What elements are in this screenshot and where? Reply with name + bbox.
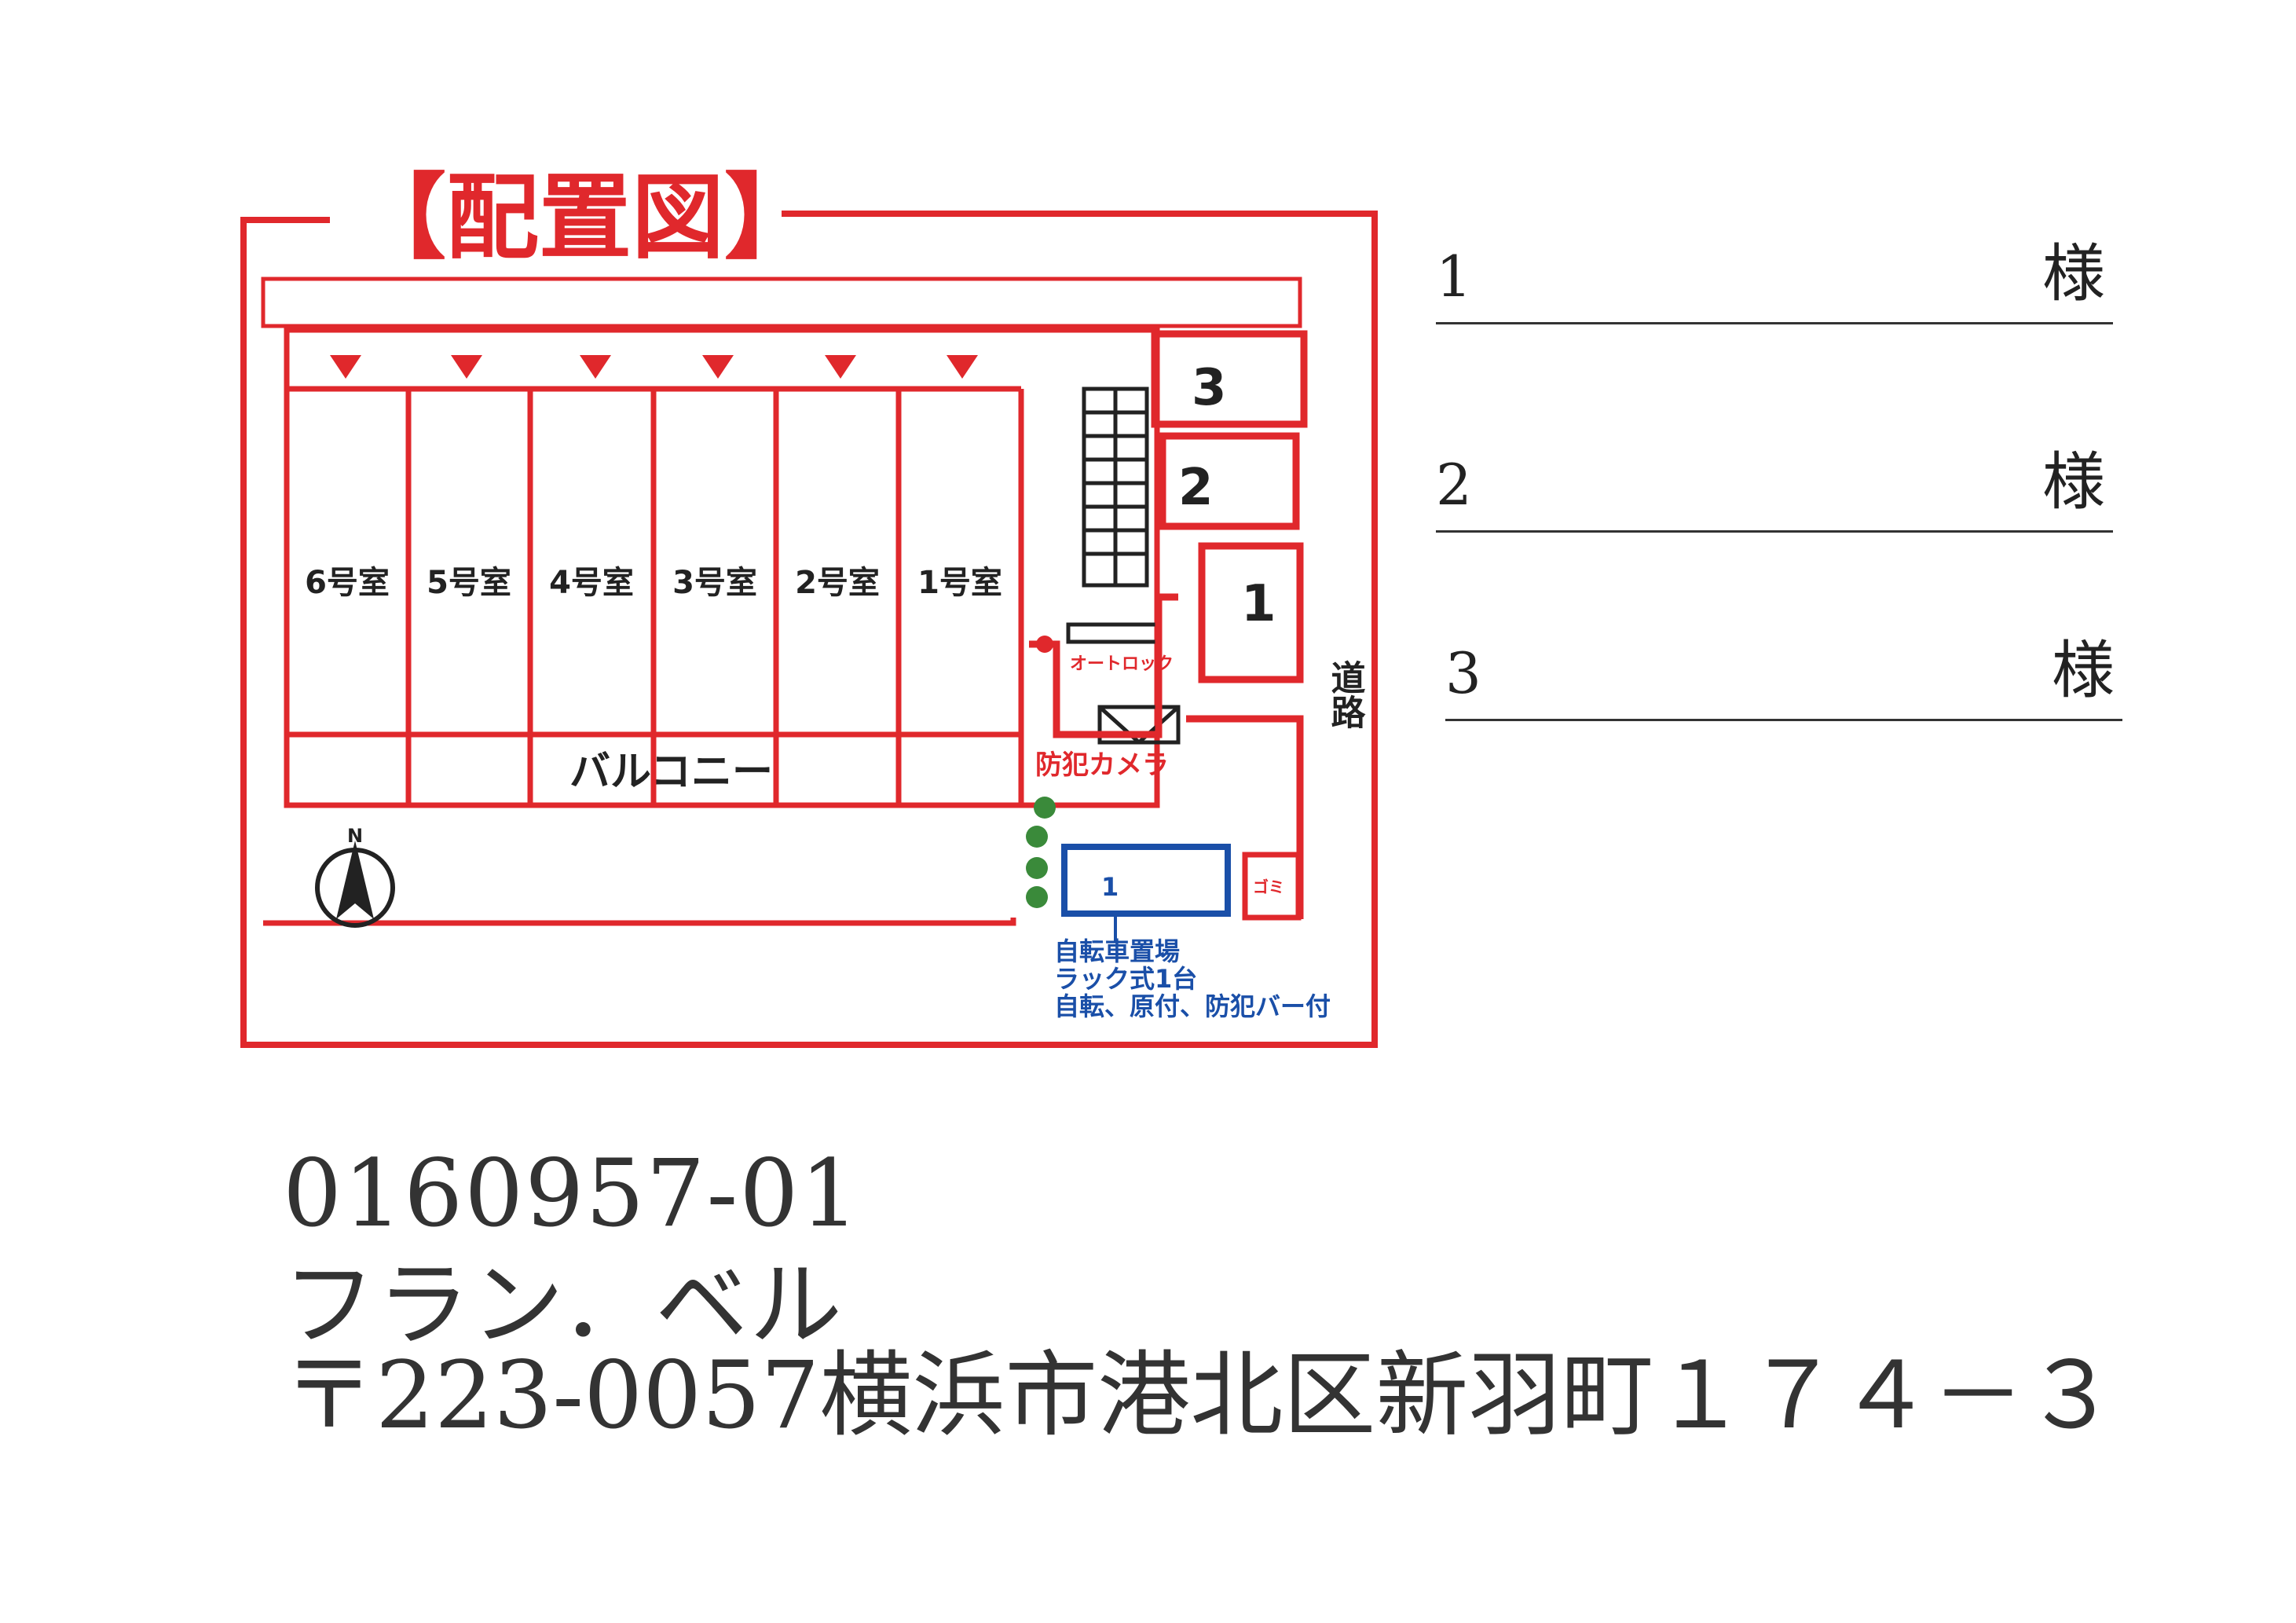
entrance-markers bbox=[330, 355, 978, 379]
parking-area bbox=[1029, 330, 1308, 919]
bicycle-line-2: ラック式1台 bbox=[1054, 964, 1197, 994]
property-name: フラン．ベル bbox=[283, 1251, 844, 1359]
entrance-marker bbox=[330, 355, 361, 379]
svg-text:N: N bbox=[347, 825, 363, 847]
entrance-marker bbox=[702, 355, 734, 379]
parking-3-label: 3 bbox=[1192, 359, 1227, 417]
auto-lock-label: オートロック bbox=[1070, 654, 1174, 674]
road-label: 道路 bbox=[1325, 660, 1366, 729]
tree-icon bbox=[1034, 797, 1056, 819]
parking-1-label: 1 bbox=[1241, 575, 1276, 633]
bicycle-area bbox=[1061, 844, 1231, 917]
bicycle-line-3: 自転、原付、防犯バー付 bbox=[1054, 991, 1331, 1021]
trees bbox=[1026, 797, 1056, 908]
recipient-number: 3 bbox=[1445, 640, 1481, 706]
entrance-marker bbox=[947, 355, 978, 379]
entrance-marker bbox=[825, 355, 856, 379]
recipient-row-2: 2 様 bbox=[1436, 440, 2113, 533]
property-code: 0160957-01 bbox=[283, 1139, 861, 1247]
property-address: 〒223-0057横浜市港北区新羽町１７４－３ bbox=[283, 1341, 2118, 1449]
unit-3-label: 3号室 bbox=[672, 565, 757, 601]
recipient-row-1: 1 様 bbox=[1436, 228, 2113, 324]
unit-5-label: 5号室 bbox=[427, 565, 511, 601]
plan-title: 【配置図】 bbox=[353, 163, 817, 272]
bicycle-line-1: 自転車置場 bbox=[1054, 936, 1180, 966]
tree-icon bbox=[1026, 857, 1048, 879]
entrance-marker bbox=[580, 355, 611, 379]
tree-icon bbox=[1026, 826, 1048, 848]
plan-outer-frame bbox=[240, 211, 1378, 1048]
unit-2-label: 2号室 bbox=[795, 565, 880, 601]
balcony-label: バルコニー bbox=[569, 749, 773, 796]
building bbox=[284, 327, 1160, 808]
recipient-number: 2 bbox=[1436, 452, 1472, 518]
unit-1-label: 1号室 bbox=[917, 565, 1002, 601]
recipient-honorific: 様 bbox=[2042, 445, 2105, 518]
entrance-marker bbox=[451, 355, 482, 379]
camera-label: 防犯カメラ bbox=[1035, 749, 1169, 781]
recipient-honorific: 様 bbox=[2042, 237, 2105, 310]
unit-6-label: 6号室 bbox=[305, 565, 390, 601]
auto-lock-icon bbox=[1036, 636, 1053, 653]
garbage-area bbox=[1242, 852, 1302, 921]
recipient-number: 1 bbox=[1436, 244, 1472, 310]
site-boundary bbox=[263, 918, 1016, 926]
parking-2-label: 2 bbox=[1178, 459, 1214, 517]
tree-icon bbox=[1026, 886, 1048, 908]
bicycle-area-number: 1 bbox=[1101, 872, 1119, 902]
unit-4-label: 4号室 bbox=[549, 565, 634, 601]
recipient-honorific: 様 bbox=[2052, 634, 2115, 707]
compass-icon: N bbox=[315, 825, 395, 928]
garbage-label: ゴミ bbox=[1253, 877, 1284, 896]
recipient-row-3: 3 様 bbox=[1445, 628, 2122, 721]
